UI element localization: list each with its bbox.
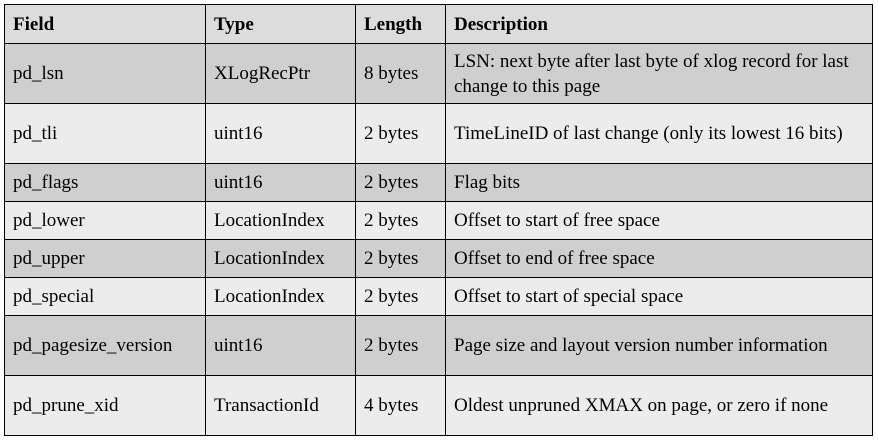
table-row: pd_upper LocationIndex 2 bytes Offset to… [4,239,873,278]
cell-length: 2 bytes [355,201,446,240]
cell-field: pd_tli [4,103,206,164]
cell-type: LocationIndex [205,239,356,278]
cell-description: Offset to start of free space [445,201,873,240]
cell-length: 2 bytes [355,277,446,316]
cell-type: TransactionId [205,375,356,436]
column-header-length: Length [355,4,446,44]
cell-description: Flag bits [445,163,873,202]
cell-length: 2 bytes [355,163,446,202]
cell-description: Offset to end of free space [445,239,873,278]
cell-length: 8 bytes [355,43,446,104]
cell-length: 2 bytes [355,315,446,376]
cell-field: pd_upper [4,239,206,278]
cell-type: LocationIndex [205,277,356,316]
cell-type: LocationIndex [205,201,356,240]
cell-description: Oldest unpruned XMAX on page, or zero if… [445,375,873,436]
table-header-row: Field Type Length Description [4,4,873,44]
column-header-field: Field [4,4,206,44]
cell-field: pd_special [4,277,206,316]
cell-description: TimeLineID of last change (only its lowe… [445,103,873,164]
cell-length: 2 bytes [355,103,446,164]
cell-type: uint16 [205,315,356,376]
cell-type: uint16 [205,103,356,164]
cell-field: pd_lower [4,201,206,240]
table-row: pd_special LocationIndex 2 bytes Offset … [4,277,873,316]
column-header-description: Description [445,4,873,44]
cell-length: 4 bytes [355,375,446,436]
cell-description: Offset to start of special space [445,277,873,316]
table-row: pd_lsn XLogRecPtr 8 bytes LSN: next byte… [4,43,873,104]
table-row: pd_prune_xid TransactionId 4 bytes Oldes… [4,375,873,436]
table-row: pd_flags uint16 2 bytes Flag bits [4,163,873,202]
page-header-fields-table: Field Type Length Description pd_lsn XLo… [4,4,873,436]
cell-description: LSN: next byte after last byte of xlog r… [445,43,873,104]
table-row: pd_pagesize_version uint16 2 bytes Page … [4,315,873,376]
cell-field: pd_lsn [4,43,206,104]
cell-description: Page size and layout version number info… [445,315,873,376]
table-row: pd_lower LocationIndex 2 bytes Offset to… [4,201,873,240]
cell-type: uint16 [205,163,356,202]
cell-field: pd_prune_xid [4,375,206,436]
cell-type: XLogRecPtr [205,43,356,104]
column-header-type: Type [205,4,356,44]
cell-field: pd_pagesize_version [4,315,206,376]
cell-length: 2 bytes [355,239,446,278]
cell-field: pd_flags [4,163,206,202]
page-header-fields-table-container: Field Type Length Description pd_lsn XLo… [4,4,873,436]
table-row: pd_tli uint16 2 bytes TimeLineID of last… [4,103,873,164]
